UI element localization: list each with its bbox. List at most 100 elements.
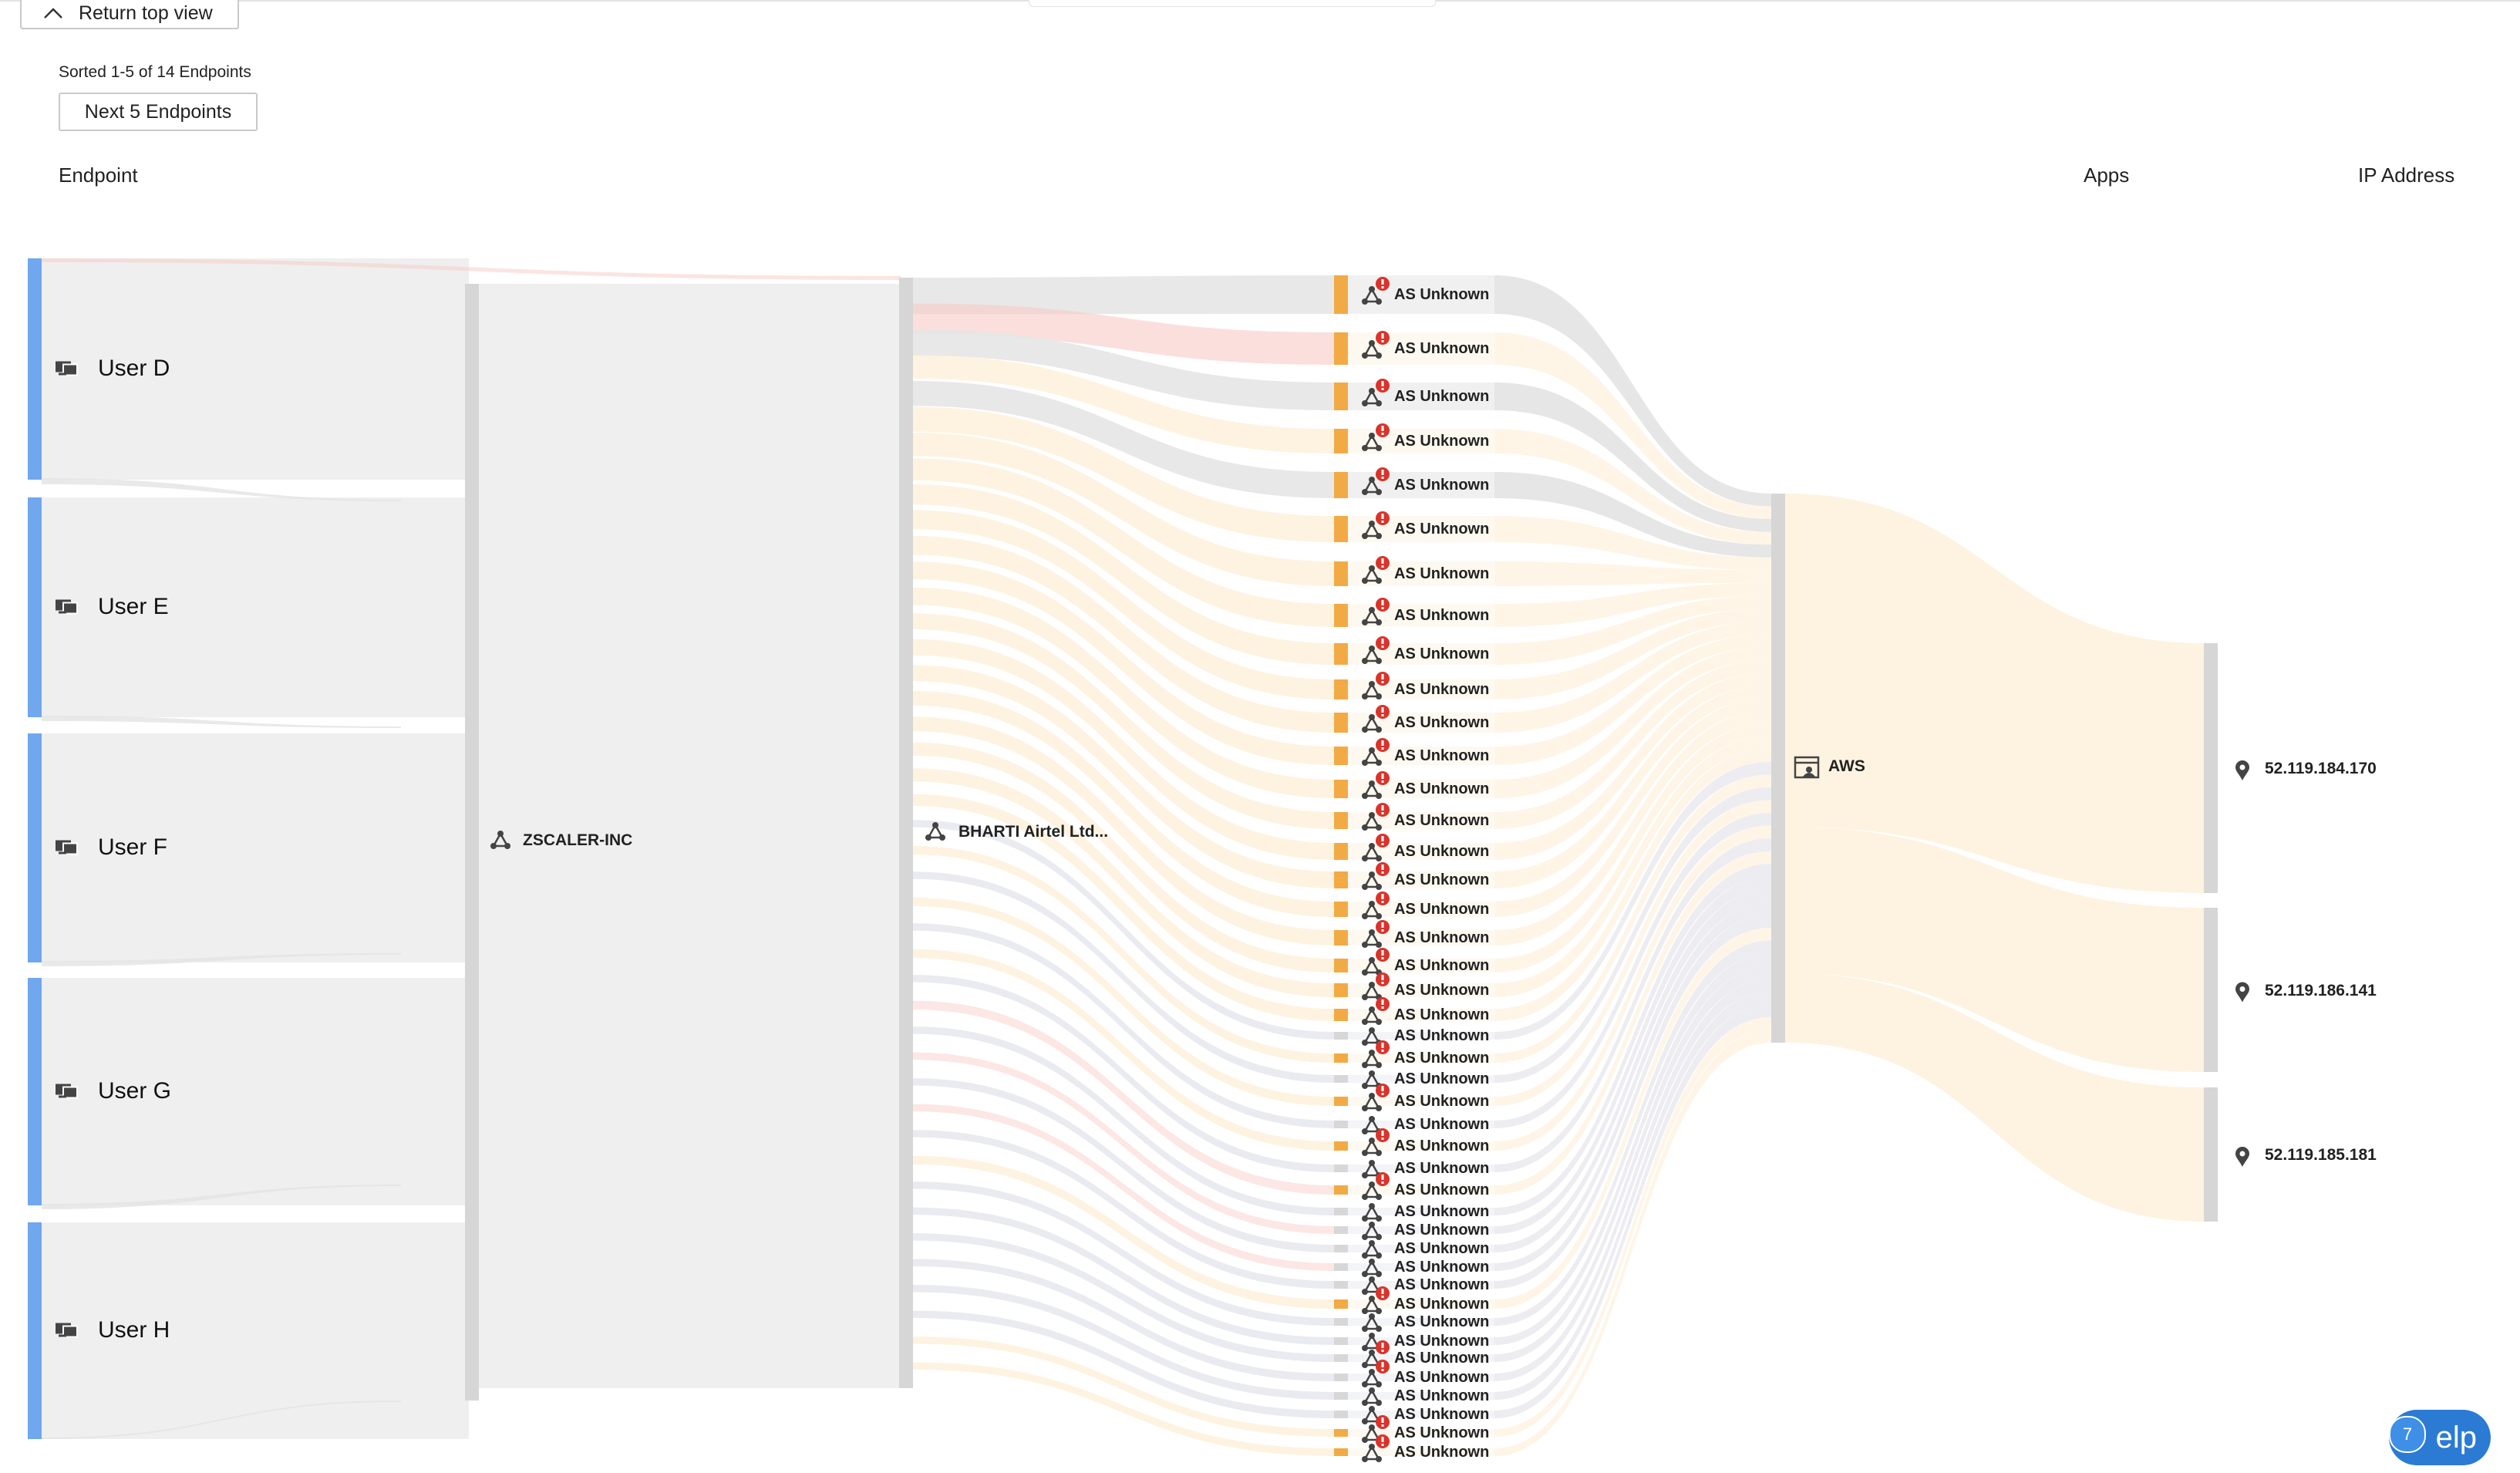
as-flow	[913, 1181, 1334, 1326]
as-node-label: AS Unknown	[1394, 1424, 1490, 1441]
alert-icon	[1376, 920, 1390, 934]
bharti-node-label: BHARTI Airtel Ltd...	[958, 823, 1109, 841]
as-node-label: AS Unknown	[1394, 871, 1490, 888]
alert-flow	[42, 258, 901, 280]
sankey-flows	[42, 258, 2204, 1456]
endpoint-flow	[42, 1222, 469, 1439]
as-bar	[1334, 871, 1348, 888]
as-to-app-flow	[1348, 1032, 1494, 1040]
computer-icon	[56, 599, 78, 615]
as-bar	[1334, 1075, 1348, 1083]
as-flow	[913, 1207, 1334, 1345]
as-bar	[1334, 780, 1348, 798]
alert-icon	[1376, 948, 1390, 962]
alert-icon	[1376, 1128, 1390, 1142]
as-bar	[1334, 643, 1348, 665]
as-to-app-flow	[1348, 1185, 1494, 1195]
as-flow	[913, 1362, 1334, 1456]
as-bar	[1334, 812, 1348, 829]
as-bar	[1334, 1185, 1348, 1195]
as-flow	[913, 380, 1334, 498]
network-icon	[1362, 521, 1382, 539]
endpoint-label-3: User F	[98, 834, 167, 860]
endpoint-sliver	[42, 1185, 401, 1209]
computer-icon	[56, 361, 78, 376]
alert-icon	[1376, 1340, 1390, 1354]
as-node-label: AS Unknown	[1394, 388, 1490, 405]
network-icon	[1362, 433, 1382, 451]
alert-icon	[1376, 423, 1390, 437]
as-node-label: AS Unknown	[1394, 901, 1490, 918]
ip-address-label-3: 52.119.185.181	[2265, 1146, 2377, 1164]
endpoint-label-4: User G	[98, 1077, 172, 1104]
as-flow	[913, 613, 1334, 829]
as-to-app-flow	[1348, 1208, 1494, 1215]
as-bar	[1334, 383, 1348, 410]
network-icon	[1362, 1444, 1382, 1462]
as-node-label: AS Unknown	[1394, 714, 1490, 731]
as-to-app-flow	[1494, 761, 1771, 1040]
as-flow	[913, 1104, 1334, 1271]
as-node-label: AS Unknown	[1394, 1240, 1490, 1257]
as-to-app-flow	[1348, 1448, 1494, 1456]
as-node-label: AS Unknown	[1394, 812, 1490, 829]
network-icon	[1362, 1387, 1382, 1406]
as-to-app-flow	[1348, 1009, 1494, 1021]
as-to-app-flow	[1348, 1053, 1494, 1063]
app-to-ip-flow	[1785, 827, 2204, 1072]
as-node-label: AS Unknown	[1394, 780, 1490, 797]
alert-icon	[1376, 1040, 1390, 1054]
as-node-label: AS Unknown	[1394, 1222, 1490, 1239]
next-endpoints-button[interactable]: Next 5 Endpoints	[59, 93, 258, 131]
as-flow	[913, 1259, 1334, 1381]
as-to-app-flow	[1494, 991, 1771, 1400]
sankey-node-bars	[28, 258, 2218, 1456]
as-flow	[913, 355, 1334, 453]
top-tab-handle[interactable]	[1029, 0, 1436, 7]
as-bar	[1334, 516, 1348, 542]
network-icon	[1362, 747, 1382, 766]
as-node-label: AS Unknown	[1394, 1259, 1490, 1276]
as-node-label: AS Unknown	[1394, 1203, 1490, 1220]
as-bar	[1334, 902, 1348, 917]
network-icon	[1362, 1259, 1382, 1277]
network-icon	[1362, 607, 1382, 625]
ip-bar	[2204, 908, 2218, 1072]
as-bar	[1334, 1299, 1348, 1309]
as-flow	[913, 923, 1334, 1128]
as-flow	[913, 587, 1334, 798]
as-to-app-flow	[1494, 672, 1771, 860]
as-bar	[1334, 1448, 1348, 1456]
as-to-app-flow	[1494, 659, 1771, 829]
as-flow	[913, 639, 1334, 860]
alert-icon	[1376, 511, 1390, 525]
return-top-view-button[interactable]: Return top view	[20, 0, 239, 29]
as-to-app-flow	[1494, 889, 1771, 1252]
network-icon	[1362, 780, 1382, 799]
as-to-app-flow	[1494, 472, 1771, 558]
app-node-label: AWS	[1828, 757, 1865, 775]
network-icon	[1362, 1313, 1382, 1332]
as-flow	[913, 1310, 1334, 1418]
network-icon	[1362, 1222, 1382, 1240]
app-to-ip-flow	[1785, 973, 2204, 1222]
alert-icon	[1376, 672, 1390, 686]
as-flow	[913, 406, 1334, 542]
as-bar	[1334, 959, 1348, 972]
network-icon	[1362, 1240, 1382, 1259]
as-flow	[913, 716, 1334, 945]
as-flow	[913, 820, 1334, 1040]
alert-icon	[1376, 834, 1390, 848]
as-node-label: AS Unknown	[1394, 843, 1490, 860]
as-bar	[1334, 1429, 1348, 1437]
computer-icon	[56, 1323, 78, 1338]
as-flow	[913, 665, 1334, 888]
as-to-app-flow	[1348, 1299, 1494, 1309]
as-flow	[913, 1078, 1334, 1252]
as-bar	[1334, 275, 1348, 314]
as-to-app-flow	[1348, 1226, 1494, 1234]
network-icon	[925, 822, 945, 841]
endpoint-flow	[42, 978, 469, 1205]
alert-icon	[1376, 1286, 1390, 1300]
as-node-label: AS Unknown	[1394, 565, 1490, 582]
